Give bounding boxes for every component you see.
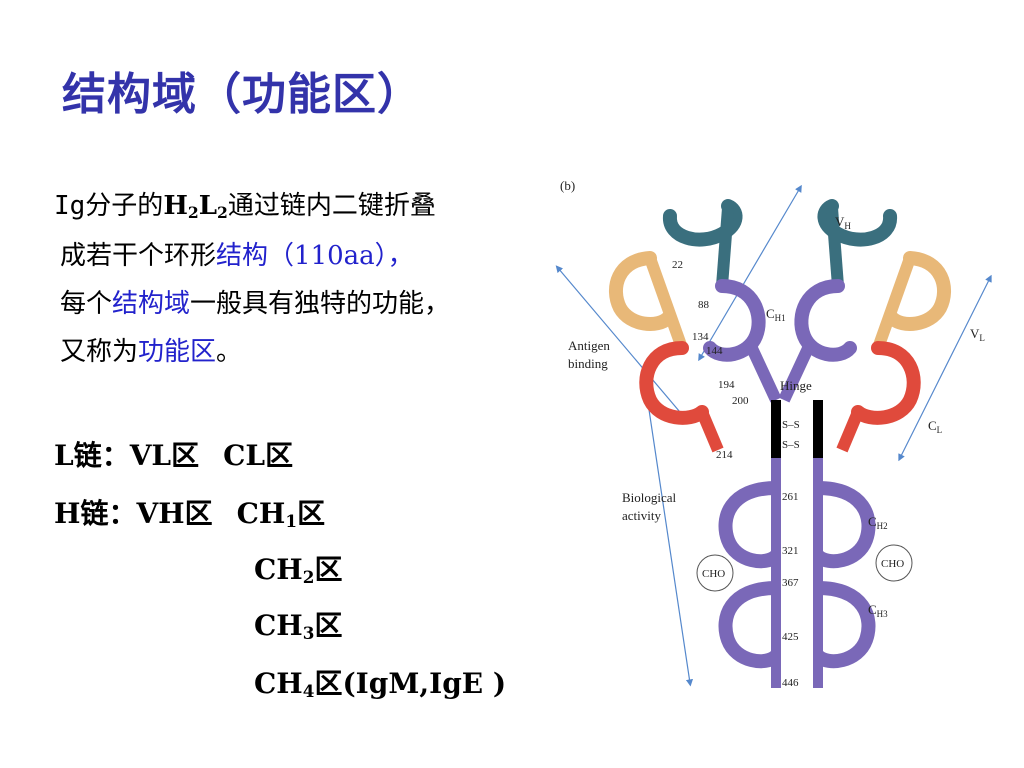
antibody-structure-diagram: (b) Hinge S–S S–S CHO CHO Antigen bindin… [555, 178, 992, 689]
vh-strand-right [826, 207, 844, 287]
cl-tail-left [696, 409, 724, 453]
residue-321: 321 [782, 545, 799, 557]
residue-214: 214 [716, 449, 733, 461]
residue-194: 194 [718, 379, 735, 391]
residue-22: 22 [672, 259, 683, 271]
residue-144: 144 [706, 345, 723, 357]
cl-label: CL [928, 418, 942, 435]
intro-line-2: 成若干个环形结构（110aa）， [60, 241, 414, 271]
highlight-structure: 结构 [216, 241, 269, 271]
residue-425: 425 [782, 631, 799, 643]
vl-domain-left [609, 251, 675, 331]
vl-strand-right [872, 255, 916, 351]
hinge-ss-2: S–S [782, 439, 800, 451]
hinge-ss-1: S–S [782, 419, 800, 431]
svg-text:CHO: CHO [702, 568, 725, 580]
ch2-loop-left [718, 481, 781, 569]
heavy-arrow [698, 184, 802, 362]
biological-activity-label-1: Biological [622, 490, 677, 505]
residue-261: 261 [782, 491, 799, 503]
ch2-row: CH2区 [254, 553, 343, 587]
ch1-label: CH1 [766, 306, 786, 323]
ch3-loop-left [718, 581, 781, 669]
highlight-function: 功能区 [138, 337, 217, 367]
vl-label: VL [970, 326, 985, 343]
biological-arrow [641, 379, 694, 687]
h-symbol: H2L2 [163, 191, 228, 222]
cho-right [875, 544, 913, 582]
ch1-strand-right [778, 341, 816, 403]
vh-strand-left [716, 207, 734, 287]
residue-134: 134 [692, 331, 709, 343]
ch3-loop-right [813, 581, 876, 669]
cl-domain-right [851, 341, 921, 425]
intro-line-4: 又称为功能区。 [60, 337, 243, 367]
cho-left [696, 554, 734, 592]
cl-domain-left [639, 341, 709, 425]
ch3-row: CH3区 [254, 609, 343, 643]
vl-strand-left [644, 255, 688, 351]
ch1-strand-left [744, 341, 782, 403]
vl-domain-right [885, 251, 951, 331]
residue-200: 200 [732, 395, 749, 407]
ch4-row: CH4区(IgM,IgE ) [254, 667, 507, 701]
ch2-label: CH2 [868, 514, 888, 531]
vh-label: VH [835, 214, 851, 231]
light-arrow [898, 274, 992, 462]
hinge-label: Hinge [780, 378, 812, 393]
cl-tail-right [836, 409, 864, 453]
antigen-binding-label-1: Antigen [568, 338, 610, 353]
ch1-domain-left [703, 279, 766, 362]
residue-88: 88 [698, 299, 710, 311]
page-title: 结构域（功能区） [62, 69, 422, 120]
ch2-loop-right [813, 481, 876, 569]
intro-line-3: 每个结构域一般具有独特的功能， [60, 289, 451, 319]
biological-activity-label-2: activity [622, 508, 661, 523]
residue-367: 367 [782, 577, 799, 589]
panel-label: (b) [560, 178, 575, 193]
highlight-domain: 结构域 [112, 289, 191, 319]
svg-text:CHO: CHO [881, 558, 904, 570]
ch3-label: CH3 [868, 602, 888, 619]
residue-446: 446 [782, 677, 799, 689]
intro-line-1: Ig分子的H2L2通过链内二键折叠 [54, 191, 436, 222]
antigen-binding-label-2: binding [568, 356, 608, 371]
ch1-domain-right [794, 279, 857, 362]
